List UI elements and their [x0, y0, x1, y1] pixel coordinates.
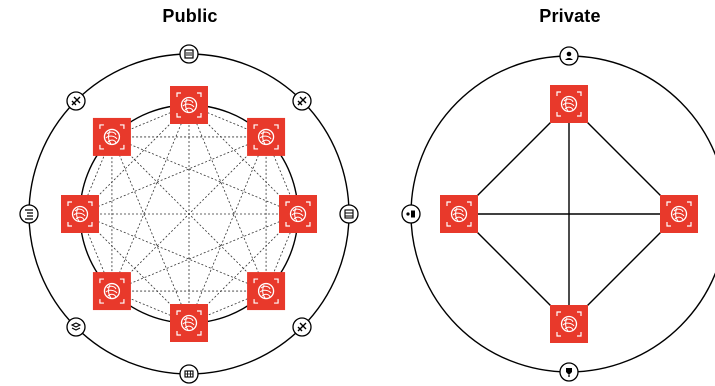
node: [92, 117, 132, 157]
node: [92, 271, 132, 311]
plug-icon: [559, 362, 579, 382]
node: [169, 85, 209, 125]
server-icon: [339, 204, 359, 224]
link: [188, 104, 267, 292]
public-diagram: [19, 44, 359, 384]
tools-icon: [292, 91, 312, 111]
node: [278, 194, 318, 234]
node: [60, 194, 100, 234]
private-diagram: [401, 46, 715, 382]
user-icon: [559, 46, 579, 66]
list-icon: [19, 204, 39, 224]
layers-icon: [66, 317, 86, 337]
public-title: Public: [162, 6, 218, 26]
link: [111, 136, 190, 324]
tools-icon: [66, 91, 86, 111]
node: [659, 194, 699, 234]
private-title: Private: [539, 6, 601, 26]
key-icon: [401, 204, 421, 224]
private-links: [458, 103, 680, 325]
link: [111, 104, 190, 292]
link: [188, 136, 267, 324]
building-icon: [179, 44, 199, 64]
link: [79, 213, 267, 292]
link: [111, 136, 267, 292]
link: [79, 136, 267, 215]
node: [246, 117, 286, 157]
link: [111, 213, 299, 292]
node: [246, 271, 286, 311]
public-outer-icons: [19, 44, 359, 384]
link: [111, 136, 299, 215]
node: [439, 194, 479, 234]
node: [169, 303, 209, 343]
node: [549, 304, 589, 344]
node: [549, 84, 589, 124]
grid-icon: [179, 364, 199, 384]
tools-icon: [292, 317, 312, 337]
private-outer-icons: [401, 46, 579, 382]
